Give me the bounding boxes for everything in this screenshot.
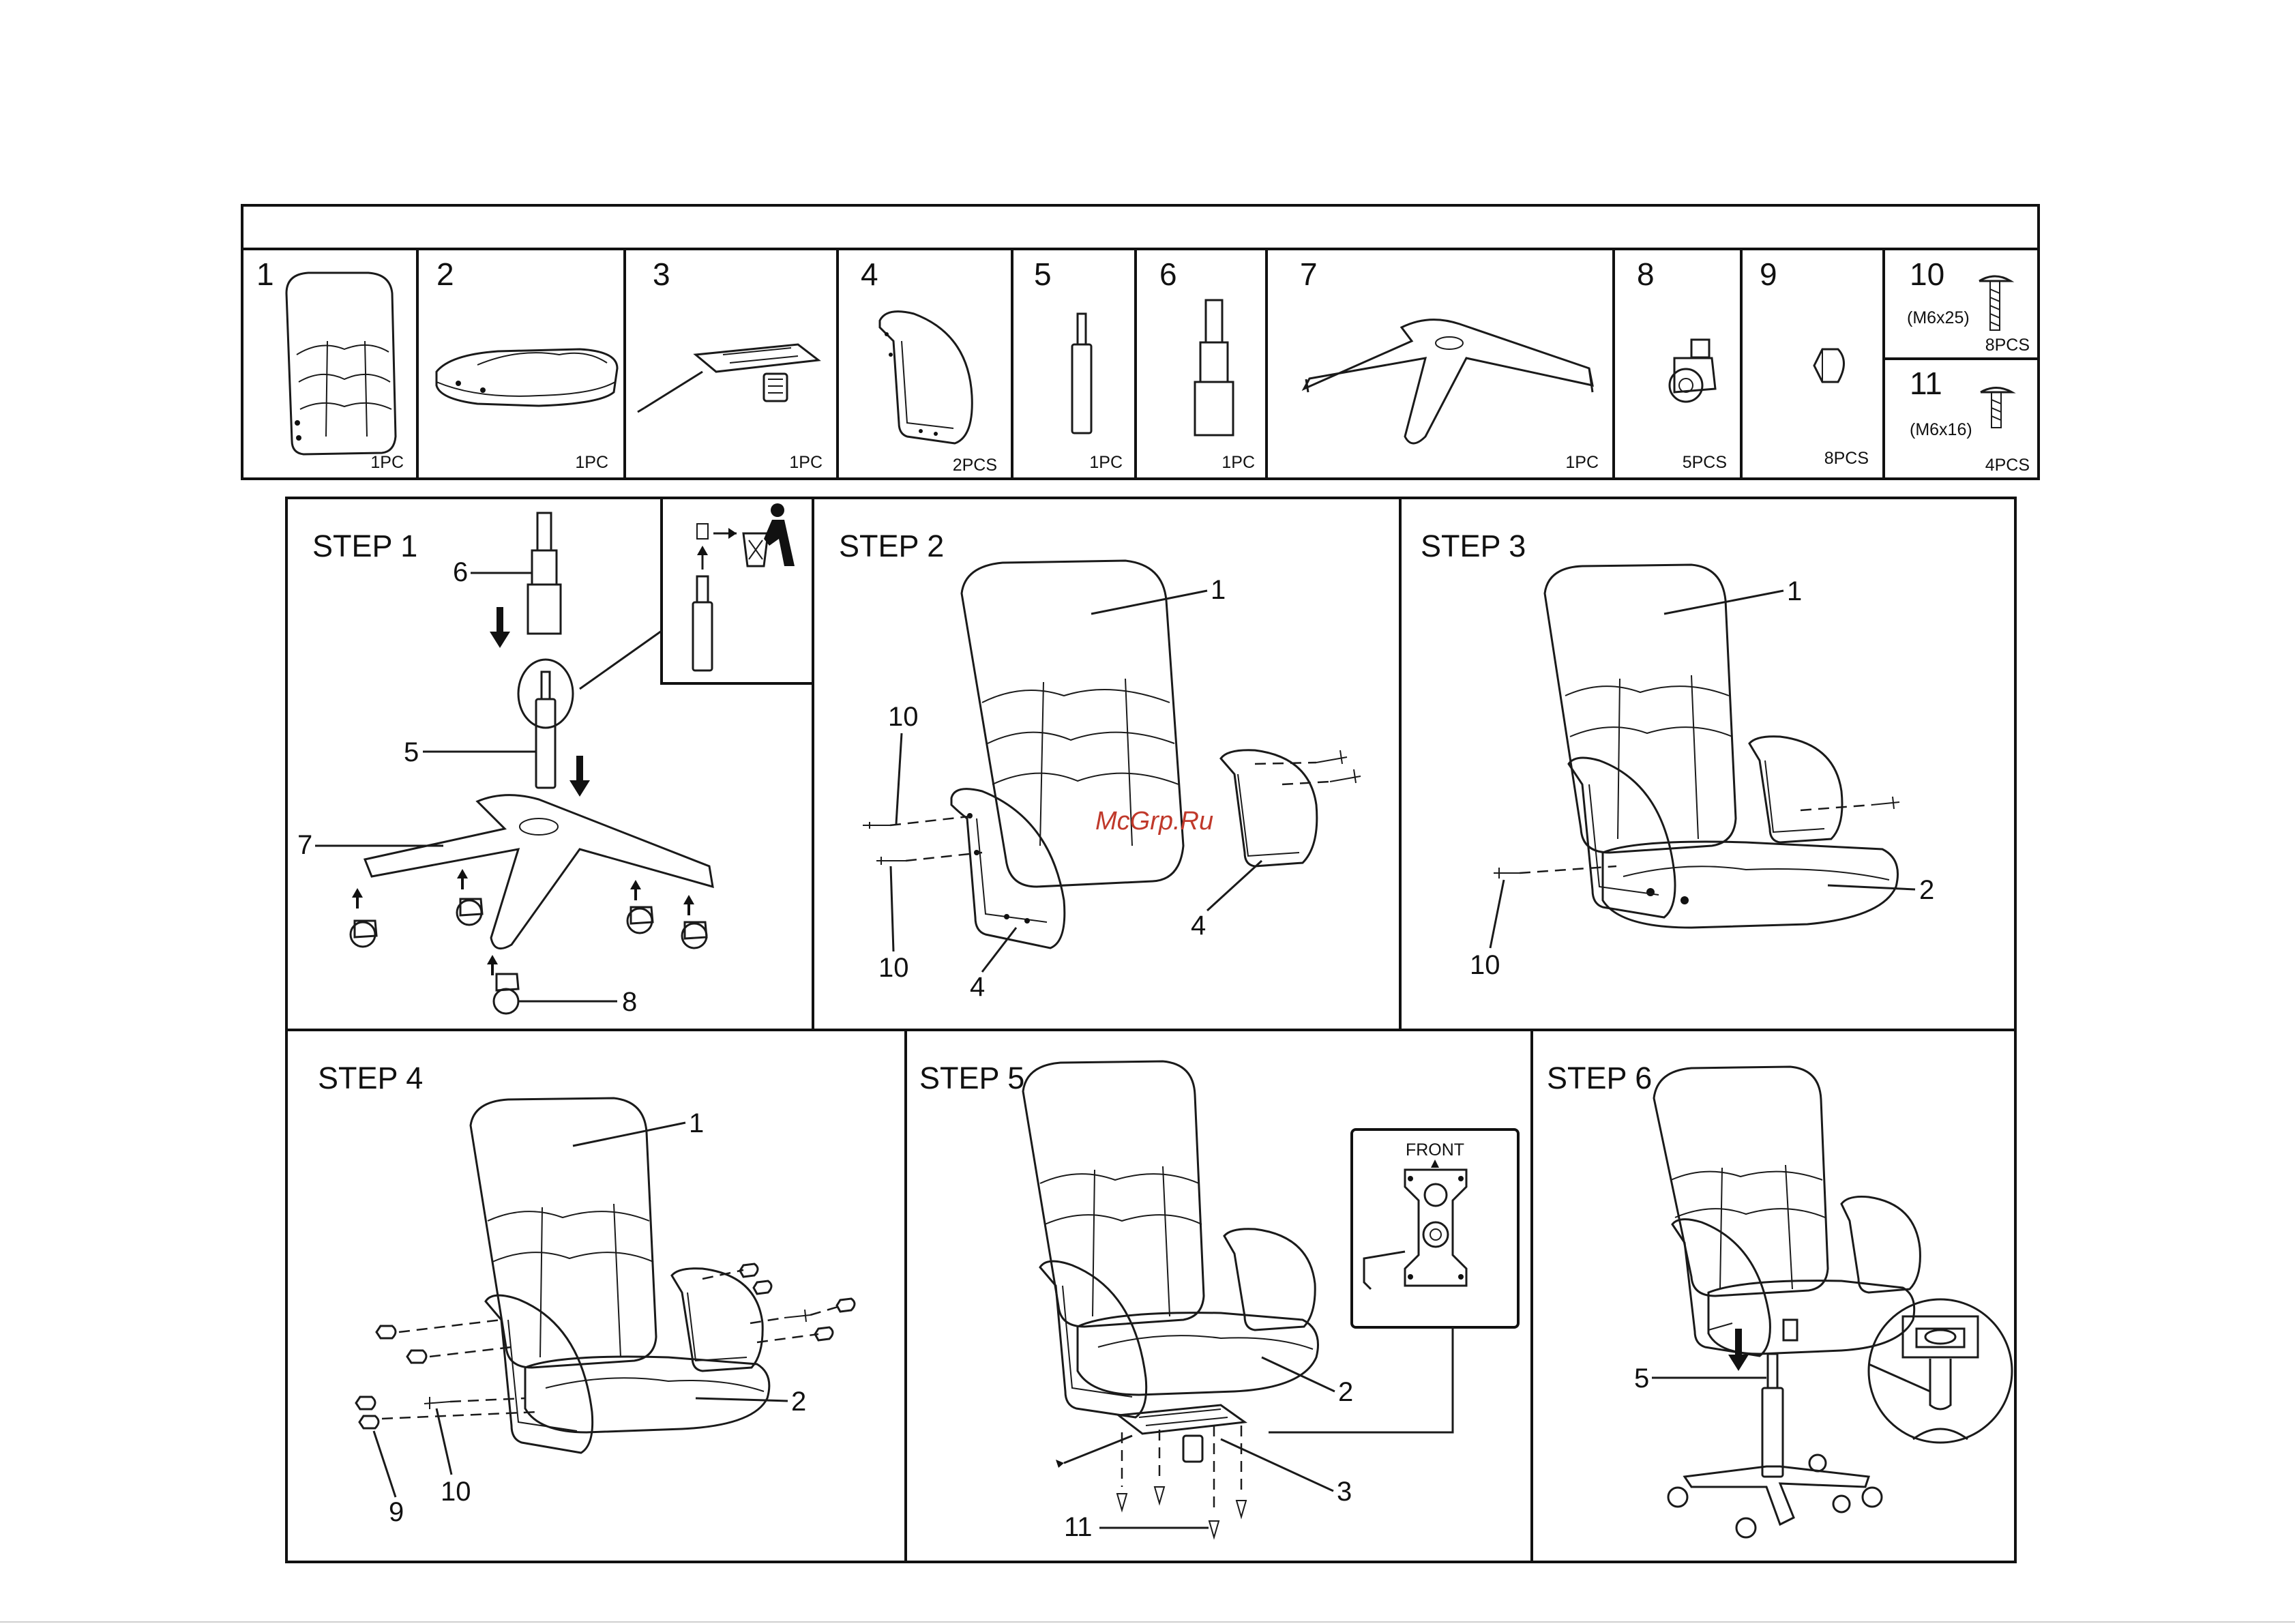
backrest-illustration [962, 561, 1183, 887]
step-6-panel: STEP 6 5 [1547, 1061, 2012, 1537]
armrest-right-illustration [1221, 750, 1317, 866]
step-5-label-2: 2 [1338, 1377, 1353, 1407]
step-2-label-4-right: 4 [1191, 911, 1206, 941]
chair-illustration [1654, 1067, 1920, 1356]
caster-set [351, 869, 707, 1014]
part-cell-6: 6 1PC [1159, 256, 1255, 472]
part-cell-3: 3 1PC [638, 256, 823, 472]
front-label: FRONT [1406, 1140, 1464, 1160]
step-6-title: STEP 6 [1547, 1061, 1652, 1095]
step-3-title: STEP 3 [1421, 529, 1526, 563]
trash-can-icon [697, 503, 795, 566]
step-2-label-1: 1 [1211, 575, 1226, 605]
steps-grid [286, 498, 2015, 1562]
step-4-label-9: 9 [389, 1497, 404, 1527]
part-number-1: 1 [256, 256, 274, 292]
cover-illustration [1195, 300, 1233, 435]
step-2-panel: STEP 2 1 10 10 4 [839, 529, 1361, 1002]
part-qty-11: 4PCS [1985, 456, 2030, 475]
part-number-4: 4 [861, 256, 878, 292]
part-number-9: 9 [1760, 256, 1777, 292]
part-qty-1: 1PC [370, 453, 404, 472]
part-size-11: (M6x16) [1910, 420, 1972, 439]
step-3-panel: STEP 3 1 10 2 [1421, 529, 1934, 980]
part-qty-6: 1PC [1221, 453, 1255, 472]
part-qty-5: 1PC [1089, 453, 1123, 472]
step-3-label-2: 2 [1919, 875, 1934, 905]
base-with-lift-illustration [1668, 1354, 1882, 1537]
bolt-long-illustration [1979, 276, 2011, 330]
step-4-title: STEP 4 [318, 1061, 423, 1095]
step-2-title: STEP 2 [839, 529, 944, 563]
part-number-10: 10 [1910, 256, 1944, 292]
part-size-10: (M6x25) [1907, 308, 1970, 327]
step-4-label-10: 10 [441, 1477, 471, 1507]
part-qty-4: 2PCS [953, 456, 997, 475]
part-qty-9: 8PCS [1824, 449, 1869, 468]
step-4-panel: STEP 4 1 2 [318, 1061, 855, 1527]
part-number-8: 8 [1637, 256, 1655, 292]
part-number-5: 5 [1034, 256, 1052, 292]
part-cell-8: 8 5PCS [1637, 256, 1727, 472]
seat-illustration [436, 349, 617, 406]
part-cell-7: 7 1PC [1300, 256, 1599, 472]
part-cell-4: 4 2PCS [861, 256, 997, 475]
step-3-label-1: 1 [1787, 576, 1802, 606]
step-1-title: STEP 1 [312, 529, 417, 563]
parts-table: 1 1PC 2 1PC [242, 205, 2039, 479]
part-cell-2: 2 1PC [436, 256, 617, 472]
step-2-label-4-left: 4 [970, 972, 985, 1002]
step-5-label-3: 3 [1337, 1477, 1352, 1507]
front-orientation-inset: FRONT [1352, 1130, 1518, 1327]
fastener-set [356, 1264, 855, 1428]
part-qty-7: 1PC [1565, 453, 1599, 472]
step-3-label-10: 10 [1470, 950, 1500, 980]
arrow-up-icon [697, 546, 708, 570]
part-number-11: 11 [1910, 366, 1942, 401]
step-2-label-10-top: 10 [888, 702, 919, 732]
arrow-down-icon [490, 607, 510, 648]
part-number-3: 3 [653, 256, 670, 292]
part-cell-1: 1 1PC [256, 256, 404, 472]
part-qty-3: 1PC [789, 453, 823, 472]
step-4-label-1: 1 [689, 1108, 704, 1138]
step-4-label-2: 2 [791, 1387, 806, 1417]
watermark: McGrp.Ru [1095, 807, 1213, 836]
bolt-short-illustration [1981, 388, 2012, 428]
armrest-illustration [880, 312, 972, 443]
part-number-6: 6 [1159, 256, 1177, 292]
part-number-7: 7 [1300, 256, 1318, 292]
step-5-title: STEP 5 [919, 1061, 1024, 1095]
step-5-label-11: 11 [1064, 1512, 1093, 1542]
gas-lift-illustration [1072, 314, 1091, 433]
part-cell-10: 10 (M6x25) 8PCS [1907, 256, 2030, 355]
step-5-panel: STEP 5 2 [919, 1061, 1518, 1542]
backrest-illustration [286, 273, 396, 454]
step-1-label-7: 7 [297, 830, 312, 860]
step-1-label-5: 5 [404, 737, 419, 767]
mechanism-illustration [638, 344, 818, 412]
step-6-label-5: 5 [1634, 1363, 1649, 1393]
part-cell-5: 5 1PC [1034, 256, 1123, 472]
step-1-label-8: 8 [622, 987, 637, 1017]
step-1-panel: STEP 1 6 [297, 498, 813, 1017]
detail-magnifier [1869, 1299, 2012, 1443]
part-qty-8: 5PCS [1683, 453, 1727, 472]
step-2-label-10-bottom: 10 [878, 953, 909, 983]
base-illustration [1304, 320, 1593, 443]
part-qty-10: 8PCS [1985, 336, 2030, 355]
step-1-label-6: 6 [453, 557, 468, 587]
part-cell-11: 11 (M6x16) 4PCS [1910, 366, 2030, 475]
arrow-down-icon [569, 756, 590, 797]
gas-lift-tip-illustration [693, 576, 712, 670]
cap-illustration [1814, 349, 1844, 382]
part-cell-9: 9 8PCS [1760, 256, 1869, 468]
chair-illustration [1545, 565, 1898, 928]
caster-illustration [1670, 340, 1715, 402]
part-qty-2: 1PC [575, 453, 608, 472]
part-number-2: 2 [436, 256, 454, 292]
